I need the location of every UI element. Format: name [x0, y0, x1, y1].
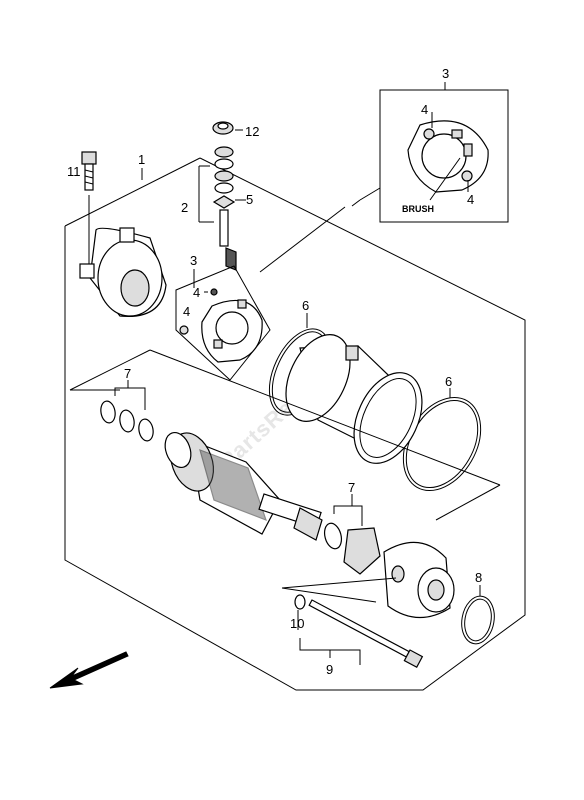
callout-12: 12 [245, 124, 259, 139]
yoke-housing [285, 334, 423, 464]
callout-10: 10 [290, 616, 304, 631]
arrow-down-left-icon [49, 651, 129, 689]
callout-9: 9 [326, 662, 333, 677]
callout-3: 3 [190, 253, 197, 268]
callout-7-b: 7 [348, 480, 355, 495]
callout-6-a: 6 [302, 298, 309, 313]
nut-12 [212, 121, 234, 135]
o-ring-8 [461, 595, 495, 645]
brush-detail-inset [379, 89, 509, 223]
callout-3-inset: 3 [442, 66, 449, 81]
callout-11: 11 [67, 164, 81, 179]
brush-label: BRUSH [402, 204, 434, 214]
callout-8: 8 [475, 570, 482, 585]
callout-4-inset-top: 4 [421, 102, 428, 117]
callout-6-b: 6 [445, 374, 452, 389]
terminal-bolt-stack-2 [212, 146, 237, 271]
brush-holder-inset [407, 120, 489, 201]
rear-cover [79, 227, 167, 318]
bolt-11 [81, 151, 97, 191]
through-bolt-9 [308, 599, 424, 668]
front-cover [383, 541, 455, 619]
armature [164, 431, 323, 541]
brush-holder [175, 265, 271, 381]
callout-4-inset-bot: 4 [467, 192, 474, 207]
callout-4-a: 4 [193, 285, 200, 300]
washer-set-7-left [100, 400, 154, 442]
callout-1: 1 [138, 152, 145, 167]
o-ring-10 [294, 594, 306, 610]
assembly-frame [64, 157, 526, 691]
washer-set-7-right [323, 522, 381, 575]
callout-5: 5 [246, 192, 253, 207]
callout-7-a: 7 [124, 366, 131, 381]
callout-2: 2 [181, 200, 188, 215]
callout-4-b: 4 [183, 304, 190, 319]
